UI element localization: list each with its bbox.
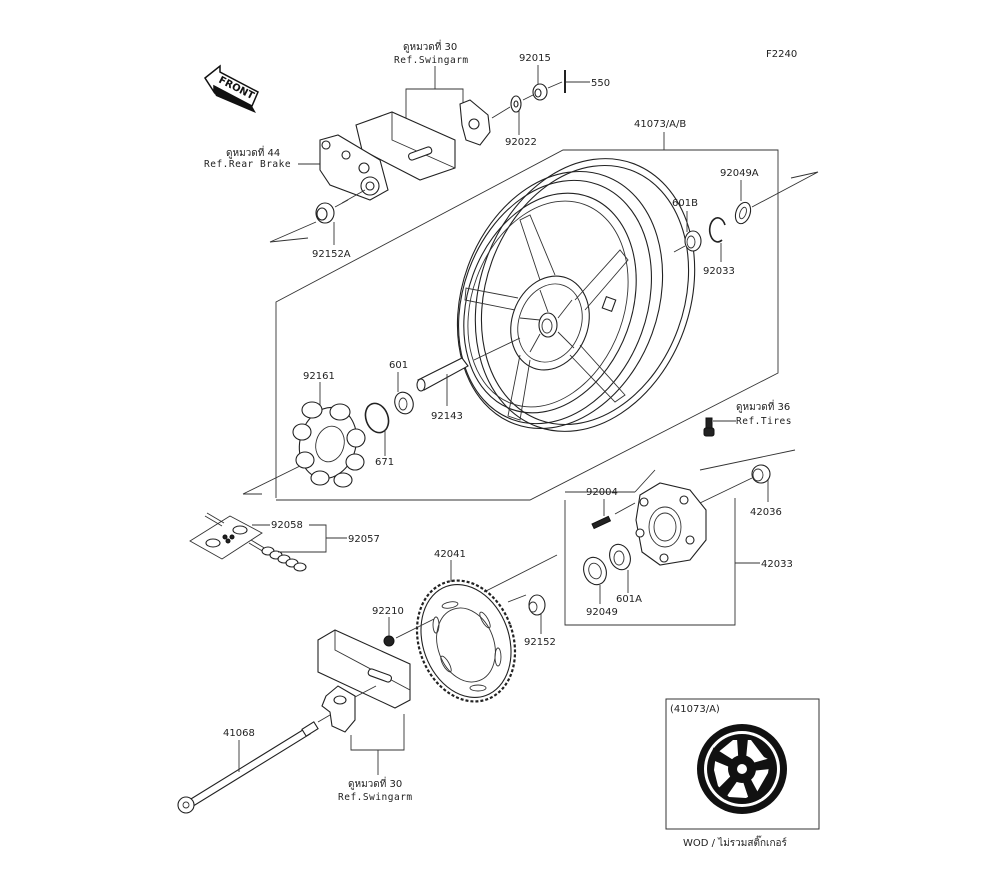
part-92152A: 92152A <box>269 199 351 260</box>
chain-links <box>261 546 307 572</box>
front-arrow-icon: FRONT <box>204 64 259 113</box>
label-42036: 42036 <box>750 507 782 518</box>
sprocket-hub-part <box>635 482 707 566</box>
label-92049: 92049 <box>586 607 618 618</box>
ref-tires-en: Ref.Tires <box>736 416 792 427</box>
ref-swingarm-top-en: Ref.Swingarm <box>394 55 469 66</box>
label-671: 671 <box>375 457 394 468</box>
rear-wheel-part <box>456 158 696 432</box>
ref-rear-brake-thai: ดูหมวดที่ 44 <box>226 145 280 159</box>
ref-rear-brake-en: Ref.Rear Brake <box>204 159 291 170</box>
ref-swingarm-bottom-en: Ref.Swingarm <box>338 792 413 803</box>
label-550: 550 <box>591 78 610 89</box>
part-601B <box>684 230 702 252</box>
label-92022: 92022 <box>505 137 537 148</box>
label-92058: 92058 <box>271 520 303 531</box>
figure-code: F2240 <box>766 49 797 60</box>
hub-assembly-outline: 42033 <box>564 449 796 626</box>
part-42036: 42036 <box>699 464 782 518</box>
label-601: 601 <box>389 360 408 371</box>
label-41068: 41068 <box>223 728 255 739</box>
inset-wod-variant: (41073/A) WOD / ไม่รวมสติ๊กเกอร์ <box>665 698 820 849</box>
ref-tires-thai: ดูหมวดที่ 36 <box>736 399 790 413</box>
label-92015: 92015 <box>519 53 551 64</box>
right-bearing-group: 601B 92033 92049A <box>672 168 819 277</box>
part-41068: 41068 <box>177 714 331 814</box>
label-41073: 41073/A/B <box>634 119 686 130</box>
ref-swingarm-bottom-thai: ดูหมวดที่ 30 <box>348 776 402 790</box>
sprocket-part: 42041 <box>415 549 517 703</box>
part-92152: 92152 <box>524 594 556 648</box>
swingarm-top-part <box>355 99 491 181</box>
label-601B: 601B <box>672 198 698 209</box>
ref-swingarm-bottom: ดูหมวดที่ 30 Ref.Swingarm <box>338 714 413 803</box>
left-hub-group: 92161 671 601 92143 <box>242 337 521 495</box>
part-671 <box>364 402 390 434</box>
label-92057: 92057 <box>348 534 380 545</box>
label-601A: 601A <box>616 594 642 605</box>
axle-nut-group: 92022 92015 550 <box>491 53 610 148</box>
wheel-assembly-outline: 41073/A/B <box>275 119 779 501</box>
ref-swingarm-top: ดูหมวดที่ 30 Ref.Swingarm <box>394 39 469 121</box>
hub-bearings-group: 92004 601A 92049 <box>583 487 642 618</box>
label-92033: 92033 <box>703 266 735 277</box>
brake-bracket-part <box>319 134 389 204</box>
label-92152A: 92152A <box>312 249 351 260</box>
ref-swingarm-top-thai: ดูหมวดที่ 30 <box>403 39 457 53</box>
part-92049A <box>734 201 752 225</box>
label-92004: 92004 <box>586 487 618 498</box>
part-92143 <box>416 357 469 392</box>
part-92049 <box>583 556 607 586</box>
part-601 <box>394 391 414 415</box>
label-92152: 92152 <box>524 637 556 648</box>
label-92161: 92161 <box>303 371 335 382</box>
ref-rear-brake: ดูหมวดที่ 44 Ref.Rear Brake <box>204 145 322 170</box>
label-42033: 42033 <box>761 559 793 570</box>
swingarm-bottom-part <box>317 629 411 733</box>
label-92049A: 92049A <box>720 168 759 179</box>
drive-chain-group: 92058 92057 <box>189 512 380 572</box>
label-92210: 92210 <box>372 606 404 617</box>
part-92210: 92210 <box>372 606 435 647</box>
ref-tires: ดูหมวดที่ 36 Ref.Tires <box>703 399 792 437</box>
inset-title: (41073/A) <box>670 704 720 715</box>
label-92143: 92143 <box>431 411 463 422</box>
valve-icon <box>703 417 715 437</box>
black-wheel-icon <box>697 724 787 814</box>
part-601A <box>609 543 631 571</box>
label-42041: 42041 <box>434 549 466 560</box>
inset-caption: WOD / ไม่รวมสติ๊กเกอร์ <box>683 835 788 849</box>
part-92161 <box>292 401 366 488</box>
part-92004 <box>591 515 612 530</box>
